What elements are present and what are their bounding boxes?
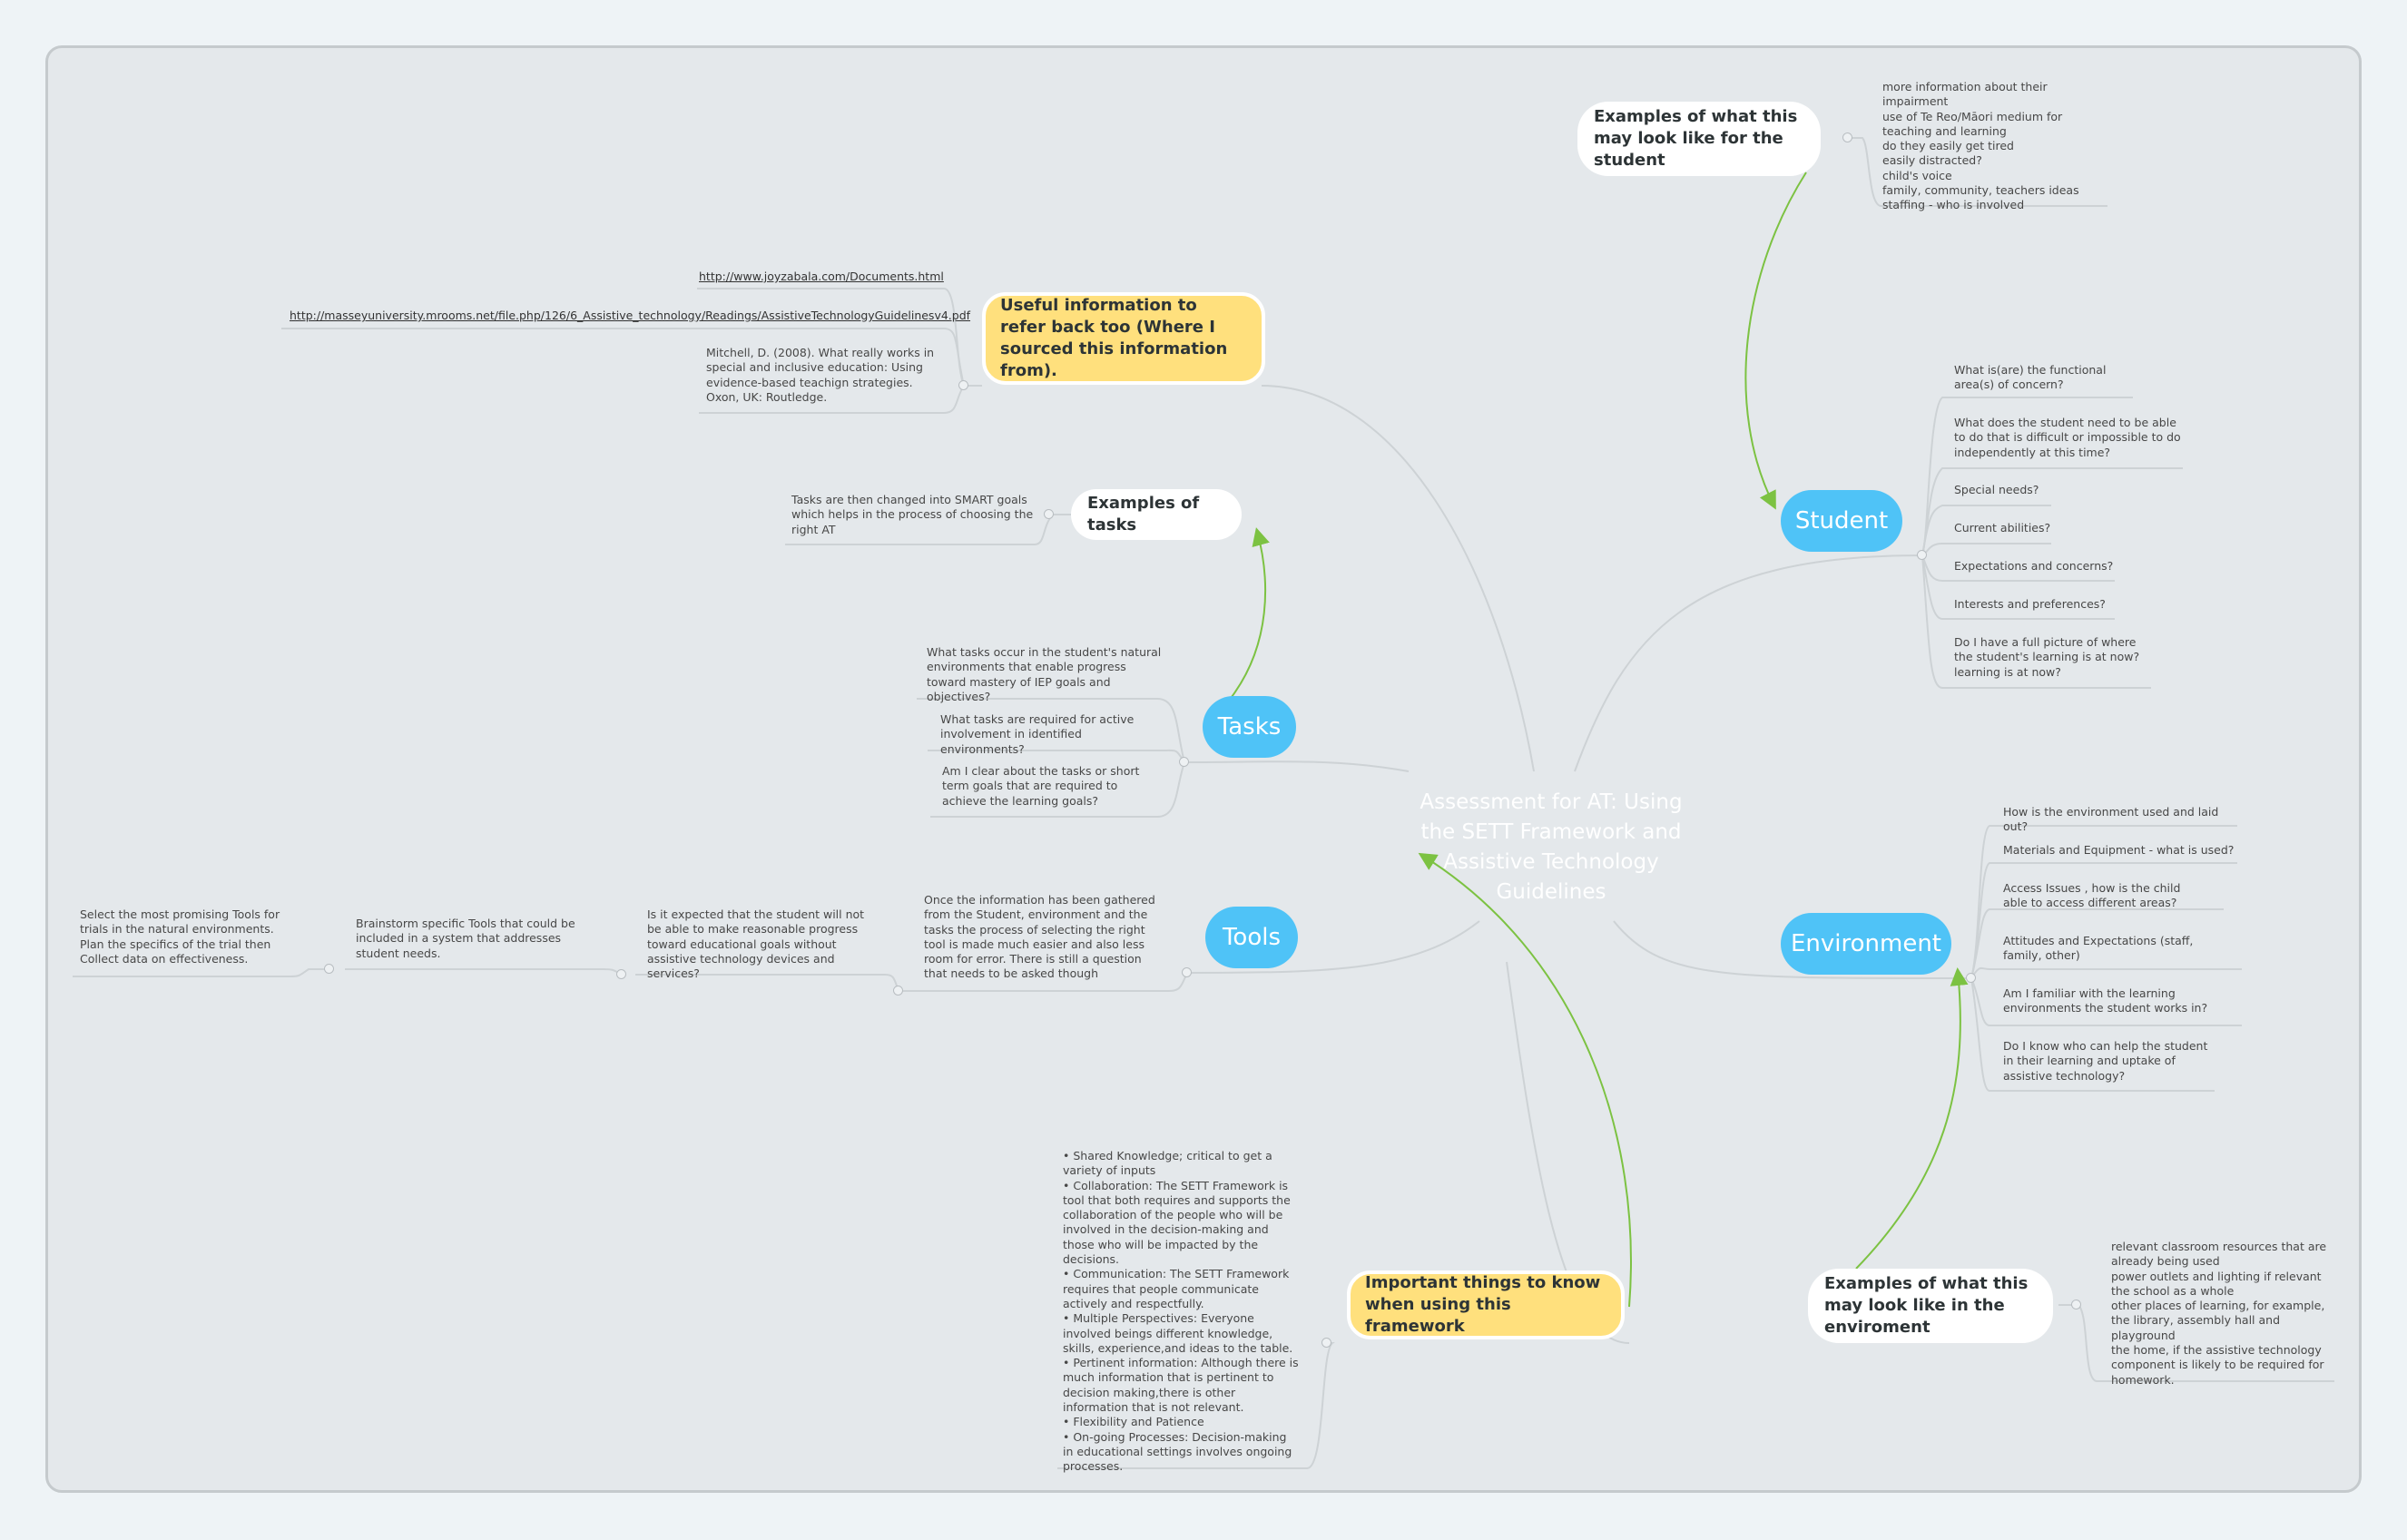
tasks-examples-dot[interactable]	[1044, 509, 1054, 519]
important-dot[interactable]	[1321, 1338, 1331, 1348]
student-item-1[interactable]: What is(are) the functional area(s) of c…	[1954, 363, 2107, 392]
environment-item-2[interactable]: Materials and Equipment - what is used?	[2003, 843, 2235, 857]
tools-chain-4[interactable]: Select the most promising Tools for tria…	[80, 907, 280, 966]
student-branch-dot[interactable]	[1917, 550, 1927, 560]
references-node[interactable]: Useful information to refer back too (Wh…	[982, 292, 1265, 385]
student-examples-node[interactable]: Examples of what this may look like for …	[1577, 102, 1821, 176]
student-item-2[interactable]: What does the student need to be able to…	[1954, 416, 2181, 459]
tasks-item-2[interactable]: What tasks are required for active invol…	[940, 712, 1135, 756]
environment-item-6[interactable]: Do I know who can help the student in th…	[2003, 1039, 2208, 1083]
student-item-5[interactable]: Expectations and concerns?	[1954, 559, 2114, 573]
tools-chain-3[interactable]: Brainstorm specific Tools that could be …	[356, 917, 575, 960]
central-topic[interactable]: Assessment for AT: Using the SETT Framew…	[1420, 790, 1683, 904]
tasks-item-3[interactable]: Am I clear about the tasks or short term…	[942, 764, 1140, 808]
reference-link-1[interactable]: http://www.joyzabala.com/Documents.html	[699, 270, 944, 283]
reference-citation[interactable]: Mitchell, D. (2008). What really works i…	[706, 346, 935, 404]
tasks-examples-node[interactable]: Examples of tasks	[1071, 489, 1242, 540]
student-item-7[interactable]: Do I have a full picture of where the st…	[1954, 635, 2140, 679]
environment-item-3[interactable]: Access Issues , how is the child able to…	[2003, 881, 2181, 910]
environment-topic[interactable]: Environment	[1781, 913, 1951, 975]
tasks-item-1[interactable]: What tasks occur in the student's natura…	[927, 645, 1162, 703]
tools-chain-1[interactable]: Once the information has been gathered f…	[924, 893, 1155, 981]
student-examples-dot[interactable]	[1842, 132, 1852, 142]
important-node[interactable]: Important things to know when using this…	[1347, 1270, 1625, 1339]
environment-examples-text[interactable]: relevant classroom resources that are al…	[2111, 1240, 2327, 1387]
environment-examples-dot[interactable]	[2071, 1300, 2081, 1309]
references-dot[interactable]	[958, 380, 968, 390]
tools-chain-dot-2[interactable]	[616, 969, 626, 979]
student-topic[interactable]: Student	[1781, 490, 1902, 552]
student-item-3[interactable]: Special needs?	[1954, 483, 2039, 496]
important-text[interactable]: • Shared Knowledge; critical to get a va…	[1063, 1149, 1299, 1474]
environment-item-5[interactable]: Am I familiar with the learning environm…	[2003, 986, 2208, 1015]
tasks-examples-text[interactable]: Tasks are then changed into SMART goals …	[791, 493, 1034, 536]
reference-link-2[interactable]: http://masseyuniversity.mrooms.net/file.…	[290, 309, 971, 322]
environment-examples-node[interactable]: Examples of what this may look like in t…	[1808, 1269, 2053, 1343]
environment-item-4[interactable]: Attitudes and Expectations (staff, famil…	[2003, 934, 2194, 963]
tasks-branch-dot[interactable]	[1179, 757, 1189, 767]
environment-item-1[interactable]: How is the environment used and laid out…	[2003, 805, 2219, 834]
tasks-topic[interactable]: Tasks	[1203, 696, 1296, 758]
student-item-4[interactable]: Current abilities?	[1954, 521, 2051, 535]
tools-topic[interactable]: Tools	[1205, 907, 1298, 968]
environment-branch-dot[interactable]	[1966, 973, 1976, 983]
tools-chain-dot-1[interactable]	[893, 986, 903, 996]
tools-branch-dot[interactable]	[1182, 967, 1192, 977]
tools-chain-dot-3[interactable]	[324, 964, 334, 974]
student-item-6[interactable]: Interests and preferences?	[1954, 597, 2106, 611]
tools-chain-2[interactable]: Is it expected that the student will not…	[647, 907, 865, 981]
student-examples-text[interactable]: more information about their impairment …	[1882, 80, 2079, 212]
